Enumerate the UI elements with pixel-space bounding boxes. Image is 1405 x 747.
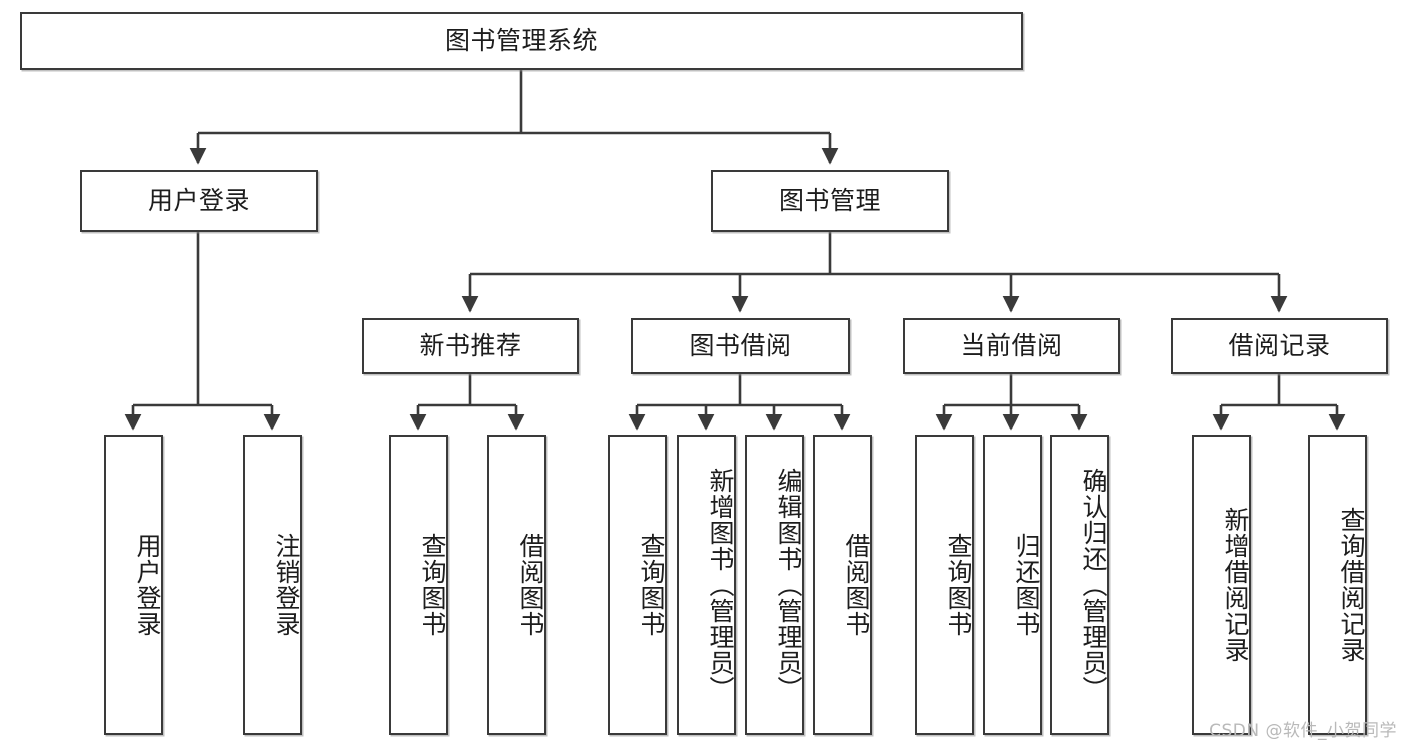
node-borrow-record[interactable]: 借阅记录 bbox=[1171, 318, 1388, 374]
leaf-label: 用户登录 bbox=[133, 533, 162, 637]
leaf-book-borrow-edit[interactable]: 编辑图书（管理员） bbox=[745, 435, 804, 735]
leaf-label: 查询图书 bbox=[637, 533, 666, 637]
leaf-current-borrow-return[interactable]: 归还图书 bbox=[983, 435, 1042, 735]
leaf-new-book-borrow[interactable]: 借阅图书 bbox=[487, 435, 546, 735]
leaf-user-login-login[interactable]: 用户登录 bbox=[104, 435, 163, 735]
leaf-label: 归还图书 bbox=[1012, 533, 1041, 637]
leaf-label: 借阅图书 bbox=[516, 533, 545, 637]
node-user-login[interactable]: 用户登录 bbox=[80, 170, 318, 232]
leaf-label: 新增图书（管理员） bbox=[706, 468, 735, 702]
leaf-label: 借阅图书 bbox=[842, 533, 871, 637]
node-root-system[interactable]: 图书管理系统 bbox=[20, 12, 1023, 70]
leaf-new-book-query[interactable]: 查询图书 bbox=[389, 435, 448, 735]
node-book-management[interactable]: 图书管理 bbox=[711, 170, 949, 232]
leaf-user-login-logout[interactable]: 注销登录 bbox=[243, 435, 302, 735]
leaf-borrow-record-query[interactable]: 查询借阅记录 bbox=[1308, 435, 1367, 735]
leaf-label: 查询借阅记录 bbox=[1337, 507, 1366, 663]
leaf-borrow-record-add[interactable]: 新增借阅记录 bbox=[1192, 435, 1251, 735]
leaf-label: 注销登录 bbox=[272, 533, 301, 637]
leaf-label: 编辑图书（管理员） bbox=[774, 468, 803, 702]
leaf-current-borrow-confirm-return[interactable]: 确认归还（管理员） bbox=[1050, 435, 1109, 735]
csdn-watermark: CSDN @软件_小贺同学 bbox=[1209, 721, 1397, 741]
leaf-label: 查询图书 bbox=[418, 533, 447, 637]
leaf-current-borrow-query[interactable]: 查询图书 bbox=[915, 435, 974, 735]
leaf-book-borrow-query[interactable]: 查询图书 bbox=[608, 435, 667, 735]
node-current-borrow[interactable]: 当前借阅 bbox=[903, 318, 1120, 374]
leaf-label: 确认归还（管理员） bbox=[1079, 468, 1108, 702]
node-book-borrow[interactable]: 图书借阅 bbox=[631, 318, 850, 374]
leaf-book-borrow-borrow[interactable]: 借阅图书 bbox=[813, 435, 872, 735]
node-new-book-recommend[interactable]: 新书推荐 bbox=[362, 318, 579, 374]
leaf-label: 查询图书 bbox=[944, 533, 973, 637]
leaf-book-borrow-add[interactable]: 新增图书（管理员） bbox=[677, 435, 736, 735]
leaf-label: 新增借阅记录 bbox=[1221, 507, 1250, 663]
